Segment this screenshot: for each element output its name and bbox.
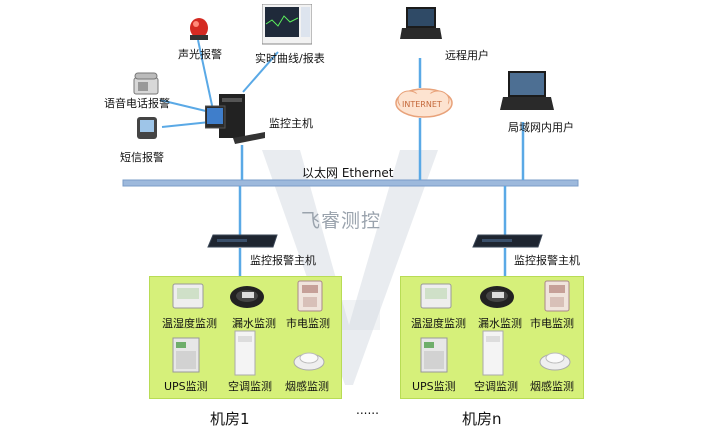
room-n-title: 机房n [462,410,502,428]
internet-cloud-icon [395,88,453,118]
room-n-item-1: 漏水监测 [478,317,522,330]
temp-humidity-sensor-icon [420,283,452,309]
monitor-host-pc-icon [205,94,265,144]
ups-unit-icon [420,337,448,373]
room-1-item-4: 空调监测 [228,380,272,393]
room-ellipsis: ...... [356,403,379,417]
smoke-detector-icon [539,352,571,371]
room-1-title: 机房1 [210,410,250,428]
lan-user-label: 局域网内用户 [508,121,574,134]
room-1-item-0: 温湿度监测 [162,317,217,330]
room-1-item-5: 烟感监测 [285,380,329,393]
water-leak-sensor-icon [230,286,264,308]
alarm-light-icon [190,18,208,40]
realtime-chart-screen-icon [262,4,312,45]
alarm-host-left-label: 监控报警主机 [250,254,316,267]
room-n-item-3: UPS监测 [412,380,456,393]
water-leak-sensor-icon [480,286,514,308]
air-conditioner-icon [234,330,256,376]
power-meter-icon [297,280,323,312]
watermark-brand-text: 飞睿测控 [301,210,382,232]
room-n-item-2: 市电监测 [530,317,574,330]
temp-humidity-sensor-icon [172,283,204,309]
air-conditioner-icon [482,330,504,376]
alarm-host-left-icon [207,234,278,248]
room-n-item-0: 温湿度监测 [411,317,466,330]
alarm-host-right-icon [472,234,543,248]
ethernet-bus [122,179,579,187]
voice-phone-alarm-label: 语音电话报警 [104,97,170,110]
room-1-item-2: 市电监测 [286,317,330,330]
mobile-phone-icon [137,117,157,139]
monitor-host-label: 监控主机 [269,117,313,130]
internet-label: INTERNET [402,100,442,109]
sms-alarm-label: 短信报警 [120,151,164,164]
lan-laptop-icon [500,71,554,110]
telephone-icon [133,72,159,95]
alarm-host-right-label: 监控报警主机 [514,254,580,267]
remote-laptop-icon [400,7,442,39]
room-n-item-5: 烟感监测 [530,380,574,393]
ethernet-bus-label: 以太网 Ethernet [302,166,394,180]
smoke-detector-icon [293,352,325,371]
ups-unit-icon [172,337,200,373]
realtime-curve-label: 实时曲线/报表 [255,52,325,65]
alarm-sound-light-label: 声光报警 [178,48,222,61]
power-meter-icon [544,280,570,312]
room-1-item-1: 漏水监测 [232,317,276,330]
room-1-item-3: UPS监测 [164,380,208,393]
room-n-item-4: 空调监测 [474,380,518,393]
remote-user-label: 远程用户 [445,49,489,62]
